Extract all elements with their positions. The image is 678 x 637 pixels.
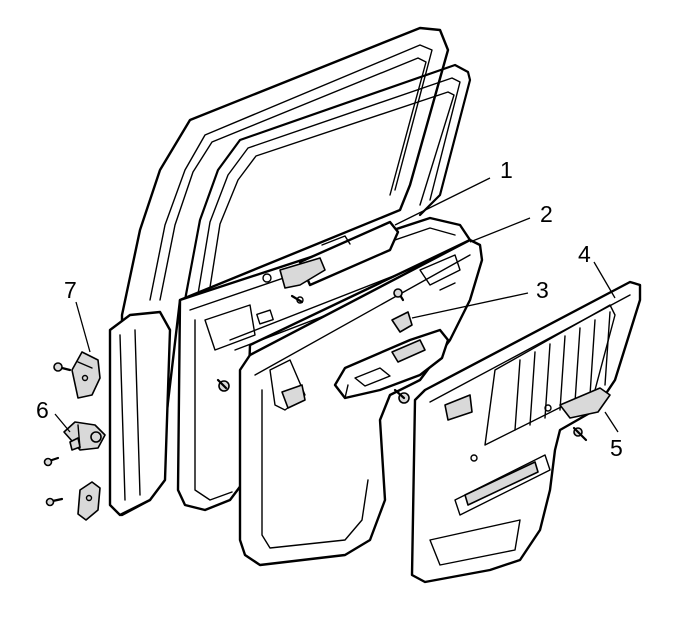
- door-frame-screw: [216, 378, 230, 392]
- lower-hinge-plate: [45, 481, 101, 521]
- weathersheet: [262, 220, 400, 304]
- door-trim-finish-panel: [410, 280, 642, 584]
- door-trim-panel: [238, 238, 484, 567]
- callout-1: 1: [500, 157, 513, 183]
- callout-4: 4: [578, 241, 591, 267]
- armrest-screw: [393, 288, 405, 302]
- callout-3: 3: [536, 277, 549, 303]
- callout-5: 5: [610, 435, 623, 461]
- door-upper-hinge: [53, 351, 101, 399]
- callout-2: 2: [540, 201, 553, 227]
- door-frame: [108, 26, 472, 517]
- callout-7: 7: [64, 277, 77, 303]
- trim-panel-screw: [393, 388, 410, 404]
- armrest-cover-screw: [572, 426, 588, 442]
- door-lower-hinge: [43, 421, 106, 467]
- callout-6: 6: [36, 397, 49, 423]
- leader-lines: [54, 177, 619, 433]
